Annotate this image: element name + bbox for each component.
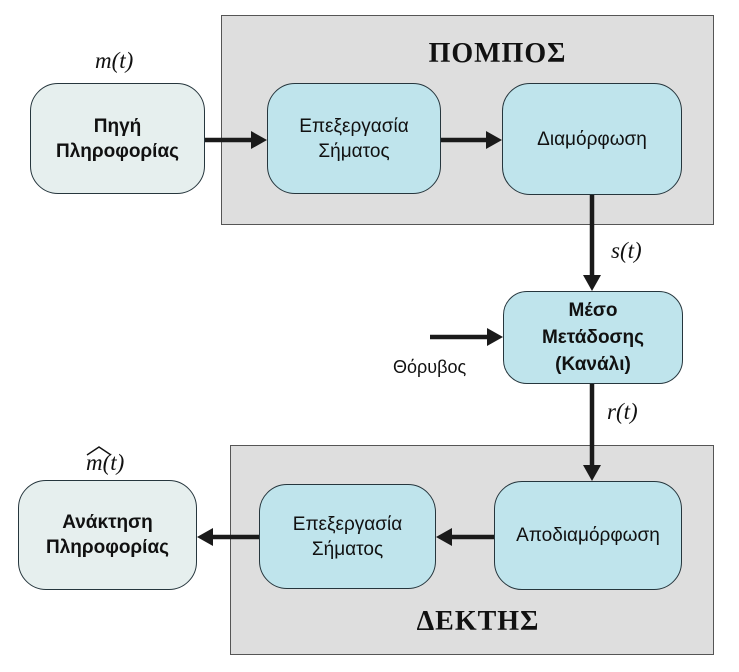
block-label-line: Επεξεργασία (292, 513, 403, 535)
transmitted-signal-label: s(t) (611, 238, 642, 263)
transmitter-title: ΠΟΜΠΟΣ (428, 38, 567, 69)
modulation-block: Διαμόρφωση (502, 83, 682, 195)
arrow-demodulation-to-processing (436, 528, 494, 546)
block-label-line: Σήματος (318, 140, 390, 162)
demodulation-block: Αποδιαμόρφωση (494, 481, 682, 590)
block-label-line: Επεξεργασία (299, 115, 409, 137)
arrow-channel-to-demodulation (583, 384, 601, 481)
estimated-message-label: m(t) (86, 450, 125, 475)
arrow-processing-to-modulation (441, 131, 502, 149)
arrow-processing-to-recovery (197, 528, 259, 546)
noise-label: Θόρυβος (393, 357, 467, 377)
information-source-block: Πηγή Πληροφορίας (30, 83, 205, 194)
hat-accent (86, 446, 112, 456)
tx-signal-processing-block: Επεξεργασία Σήματος (267, 83, 441, 194)
block-label-line: Πληροφορίας (55, 140, 180, 162)
received-signal-label: r(t) (607, 399, 638, 424)
channel-block: Μέσο Μετάδοσης (Κανάλι) (503, 291, 683, 384)
receiver-title: ΔΕΚΤΗΣ (416, 606, 540, 637)
block-label-line: Πηγή (93, 115, 142, 137)
block-label-line: Μετάδοσης (541, 327, 645, 348)
information-recovery-block: Ανάκτηση Πληροφορίας (18, 480, 197, 590)
rx-signal-processing-block: Επεξεργασία Σήματος (259, 484, 436, 589)
block-label-line: Ανάκτηση (62, 512, 153, 533)
arrow-source-to-processing (205, 131, 267, 149)
block-label-line: Μέσο (568, 300, 618, 321)
arrow-modulation-to-channel (583, 195, 601, 291)
block-label-line: Σήματος (311, 538, 384, 560)
block-label-line: Πληροφορίας (45, 537, 170, 558)
message-signal-label: m(t) (95, 48, 134, 73)
block-label-line: (Κανάλι) (555, 354, 631, 375)
arrow-noise-to-channel (430, 328, 503, 346)
block-label-line: Αποδιαμόρφωση (516, 525, 660, 546)
block-label-line: Διαμόρφωση (537, 128, 647, 150)
